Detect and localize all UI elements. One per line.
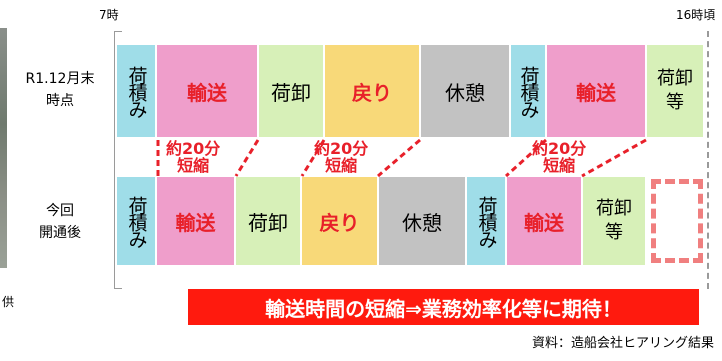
reduction-label-3: 約20分 短縮	[532, 141, 586, 174]
benefit-banner: 輸送時間の短縮⇒業務効率化等に期待！	[188, 289, 699, 325]
reduction-label-1-amount: 約20分	[166, 139, 221, 158]
block-loading-2: 荷積み	[510, 44, 546, 138]
block-return: 戻り	[324, 44, 420, 138]
connector-3-right	[581, 138, 647, 178]
freed-time-slot	[651, 179, 703, 263]
time-axis	[114, 31, 115, 289]
row-label-after-line2: 開通後	[39, 225, 81, 241]
block-loading-2: 荷積み	[466, 176, 506, 266]
axis-tick-bottom	[114, 288, 122, 289]
block-unloading: 荷卸	[258, 44, 324, 138]
block-loading: 荷積み	[116, 176, 156, 266]
block-unloading-etc: 荷卸等	[582, 176, 646, 266]
reduction-label-2: 約20分 短縮	[314, 141, 368, 174]
reduction-label-3-text: 短縮	[543, 156, 576, 175]
block-unloading: 荷卸	[235, 176, 301, 266]
row-label-before-line2: 時点	[46, 93, 74, 109]
block-unloading-etc: 荷卸等	[646, 44, 704, 138]
reduction-label-2-amount: 約20分	[314, 139, 369, 158]
block-transport-2: 輸送	[546, 44, 646, 138]
reduction-label-1-text: 短縮	[177, 156, 210, 175]
row-label-before: R1.12月末 時点	[10, 68, 110, 112]
source-note: 資料：造船会社ヒアリング結果	[531, 336, 714, 351]
block-loading: 荷積み	[116, 44, 156, 138]
connector-1-right	[234, 139, 260, 177]
end-time-dashed-line	[707, 31, 709, 289]
reduction-label-1: 約20分 短縮	[166, 141, 220, 174]
connector-2-left	[300, 139, 326, 177]
start-time-label: 7時	[99, 8, 119, 22]
photo-credit: 供	[2, 295, 15, 309]
block-transport-2: 輸送	[506, 176, 582, 266]
block-break: 休憩	[378, 176, 466, 266]
block-transport: 輸送	[156, 176, 235, 266]
connector-2-right	[377, 138, 421, 178]
row-label-after-line1: 今回	[46, 203, 74, 219]
axis-tick-top	[114, 31, 122, 32]
reduction-label-2-text: 短縮	[325, 156, 358, 175]
block-transport: 輸送	[156, 44, 258, 138]
connector-3-left	[504, 138, 548, 178]
end-time-label: 16時頃	[676, 8, 716, 22]
reduction-label-3-amount: 約20分	[532, 139, 587, 158]
photo-thumbnail	[0, 28, 7, 268]
block-break: 休憩	[420, 44, 510, 138]
row-label-after: 今回 開通後	[10, 200, 110, 244]
row-label-before-line1: R1.12月末	[25, 71, 95, 87]
block-return: 戻り	[301, 176, 378, 266]
